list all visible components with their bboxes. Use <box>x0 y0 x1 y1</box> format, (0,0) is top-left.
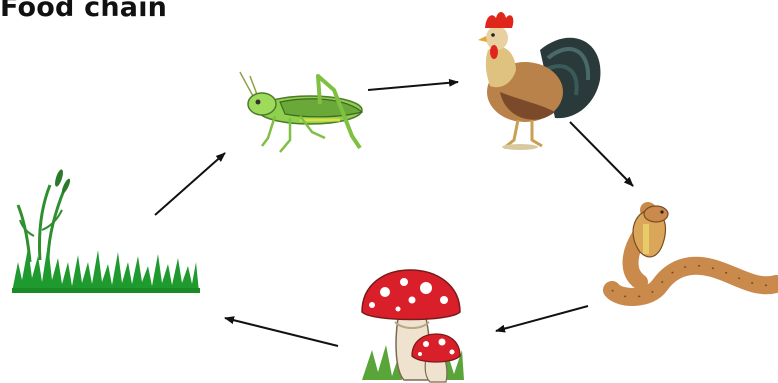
arrow-mushroom-to-grass <box>225 318 338 346</box>
mushroom-icon <box>362 270 464 382</box>
arrow-grass-to-grasshopper <box>155 153 225 215</box>
arrow-grasshopper-to-rooster <box>368 82 458 90</box>
rooster-icon <box>478 12 600 150</box>
grass-icon <box>12 169 200 293</box>
arrow-snake-to-mushroom <box>496 306 588 331</box>
cobra-icon <box>612 206 776 297</box>
arrow-rooster-to-snake <box>570 122 633 186</box>
grasshopper-icon <box>240 72 362 152</box>
